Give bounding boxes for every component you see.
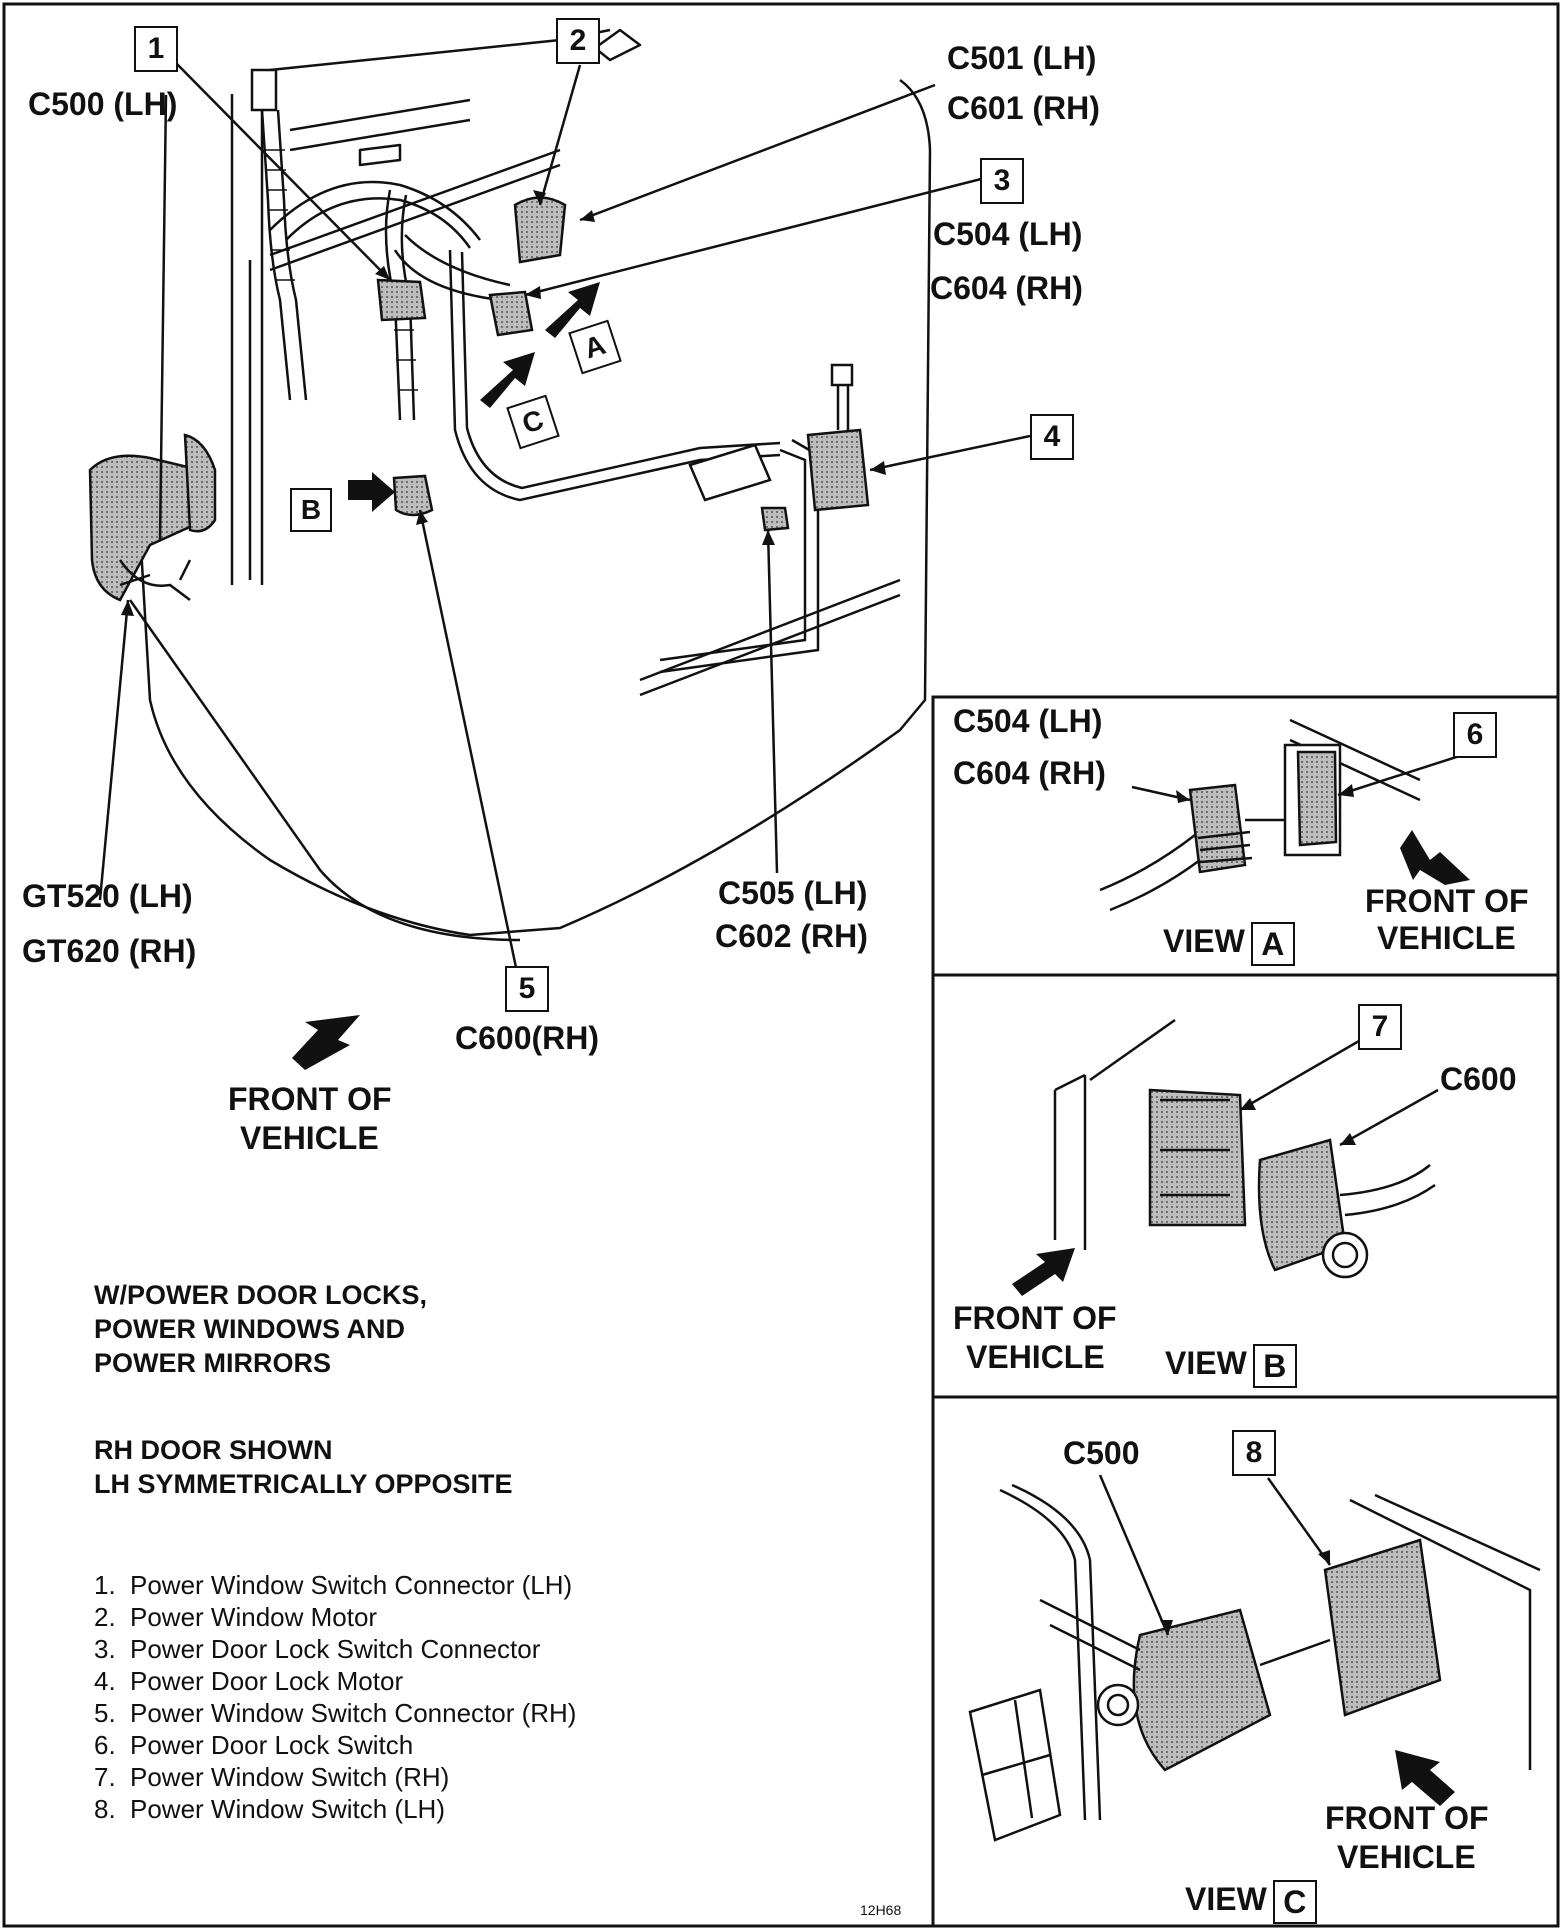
- label-c601-rh: C601 (RH): [947, 90, 1100, 126]
- front-of-vehicle-main-line1: FRONT OF: [228, 1081, 392, 1117]
- legend-item: 7.Power Window Switch (RH): [94, 1762, 450, 1792]
- arrow-label-b: B: [290, 488, 332, 532]
- callout-1: 1: [134, 26, 178, 72]
- front-arrow-a: [1400, 830, 1470, 885]
- view-b-front-line2: VEHICLE: [966, 1339, 1105, 1375]
- connectors-main: [376, 196, 870, 532]
- legend-item: 2.Power Window Motor: [94, 1602, 378, 1632]
- view-a-front-line2: VEHICLE: [1377, 920, 1516, 956]
- view-c-front-line1: FRONT OF: [1325, 1800, 1489, 1836]
- legend-item: 5.Power Window Switch Connector (RH): [94, 1698, 577, 1728]
- legend-item: 3.Power Door Lock Switch Connector: [94, 1634, 541, 1664]
- door-outline: [138, 28, 932, 937]
- view-c-front-line2: VEHICLE: [1337, 1839, 1476, 1875]
- leader-lines: [98, 61, 1031, 997]
- legend-list: 1.Power Window Switch Connector (LH) 2.P…: [94, 1569, 576, 1825]
- view-a-front-line1: FRONT OF: [1365, 883, 1529, 919]
- label-c501-lh: C501 (LH): [947, 40, 1097, 76]
- callout-5: 5: [505, 966, 549, 1012]
- subtitle-line2: POWER WINDOWS AND: [94, 1314, 405, 1344]
- callout-2: 2: [556, 18, 600, 64]
- view-b-drawing: [1053, 1018, 1439, 1279]
- view-panels: [931, 695, 1560, 1928]
- view-arrows: [348, 282, 600, 512]
- legend-item: 6.Power Door Lock Switch: [94, 1730, 414, 1760]
- callout-7: 7: [1358, 1004, 1402, 1050]
- subtitle-line5: LH SYMMETRICALLY OPPOSITE: [94, 1469, 513, 1499]
- view-a-drawing: [1099, 718, 1473, 912]
- legend-item: 4.Power Door Lock Motor: [94, 1666, 404, 1696]
- figure-reference: 12H68: [860, 1902, 902, 1918]
- label-c602-rh: C602 (RH): [715, 918, 868, 954]
- leader-arrowheads: [121, 190, 886, 616]
- subtitle-line4: RH DOOR SHOWN: [94, 1435, 333, 1465]
- label-gt520-lh: GT520 (LH): [22, 878, 193, 914]
- label-c505-lh: C505 (LH): [718, 875, 868, 911]
- label-c504-lh: C504 (LH): [933, 216, 1083, 252]
- front-arrow-main: [292, 1015, 360, 1070]
- subtitle-line1: W/POWER DOOR LOCKS,: [94, 1280, 427, 1310]
- wiring-harness: [260, 109, 820, 674]
- callout-6: 6: [1453, 712, 1497, 758]
- view-c-drawing: [968, 1474, 1541, 1842]
- view-a-label-c604-rh: C604 (RH): [953, 755, 1106, 791]
- legend-item: 1.Power Window Switch Connector (LH): [94, 1570, 573, 1600]
- label-c600-rh: C600(RH): [455, 1020, 600, 1056]
- label-gt620-rh: GT620 (RH): [22, 933, 197, 969]
- callout-4: 4: [1030, 414, 1074, 460]
- front-of-vehicle-main-line2: VEHICLE: [240, 1120, 379, 1156]
- label-c500-lh: C500 (LH): [28, 86, 178, 122]
- view-c-label-c500: C500: [1063, 1435, 1140, 1471]
- view-b-label-c600: C600: [1440, 1061, 1517, 1097]
- label-c604-rh: C604 (RH): [930, 270, 1083, 306]
- view-b-front-line1: FRONT OF: [953, 1300, 1117, 1336]
- front-arrow-b: [1012, 1248, 1075, 1296]
- view-a-label-c504-lh: C504 (LH): [953, 703, 1103, 739]
- front-arrow-c: [1395, 1750, 1455, 1806]
- callout-8: 8: [1232, 1430, 1276, 1476]
- subtitle-line3: POWER MIRRORS: [94, 1348, 332, 1378]
- callout-3: 3: [980, 158, 1024, 204]
- grommet: [88, 433, 217, 602]
- legend-item: 8.Power Window Switch (LH): [94, 1794, 445, 1824]
